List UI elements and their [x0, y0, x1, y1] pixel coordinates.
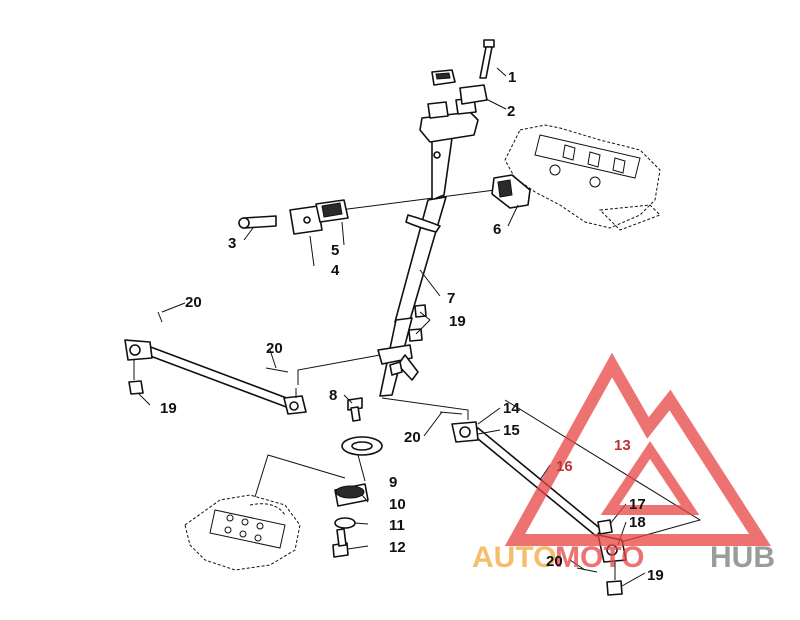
callout-15: 15: [503, 422, 520, 439]
callout-11: 11: [389, 517, 405, 534]
guide-line: [254, 454, 346, 498]
upper-frame-sketch: [504, 124, 661, 231]
callout-4: 4: [331, 262, 340, 279]
left-tie-rod: [124, 311, 307, 415]
guide-line: [339, 189, 496, 211]
watermark-moto: MOTO: [555, 541, 644, 574]
right-tie-rod: [451, 421, 627, 596]
callout-20: 20: [546, 553, 563, 570]
callout-19: 19: [647, 567, 664, 584]
steering-column: [377, 137, 453, 397]
callout-10: 10: [389, 496, 406, 513]
callout-19: 19: [160, 400, 177, 417]
callout-3: 3: [228, 235, 236, 252]
callout-20: 20: [185, 294, 202, 311]
callout-20: 20: [404, 429, 421, 446]
bushing-bracket-assembly: [238, 199, 349, 235]
callout-16: 16: [556, 458, 573, 475]
callout-1: 1: [508, 69, 516, 86]
callout-7: 7: [447, 290, 455, 307]
callout-18: 18: [629, 514, 646, 531]
callout-17: 17: [629, 496, 646, 513]
callout-8: 8: [329, 387, 337, 404]
watermark-hub: HUB: [710, 541, 775, 574]
guide-line: [297, 354, 381, 385]
watermark-auto: AUTO: [472, 541, 556, 574]
callout-14: 14: [503, 400, 520, 417]
handlebar-clamp-caps: [431, 69, 488, 105]
leader-lines: [137, 67, 646, 587]
callout-19: 19: [449, 313, 466, 330]
cotter-pin: [439, 411, 463, 415]
callout-12: 12: [389, 539, 406, 556]
bushing-6: [491, 174, 531, 209]
callout-labels: 1 2 3 4 5 6 7 8 9 10 11 12 13 14 15 16 1…: [160, 69, 664, 584]
callout-20: 20: [266, 340, 283, 357]
cotter-pin: [265, 367, 289, 373]
column-head: [419, 97, 479, 143]
callout-6: 6: [493, 221, 501, 238]
callout-9: 9: [389, 474, 397, 491]
callout-5: 5: [331, 242, 339, 259]
lower-frame-sketch: [184, 494, 301, 571]
callout-13: 13: [614, 437, 631, 454]
guide-line: [381, 397, 469, 420]
nut-19: [408, 328, 423, 342]
bolt-8: [347, 397, 363, 422]
bolt-1: [479, 39, 495, 79]
callout-2: 2: [507, 103, 515, 120]
watermark: AUTO MOTO HUB: [472, 352, 775, 574]
lower-bearing-assembly: [332, 436, 383, 558]
